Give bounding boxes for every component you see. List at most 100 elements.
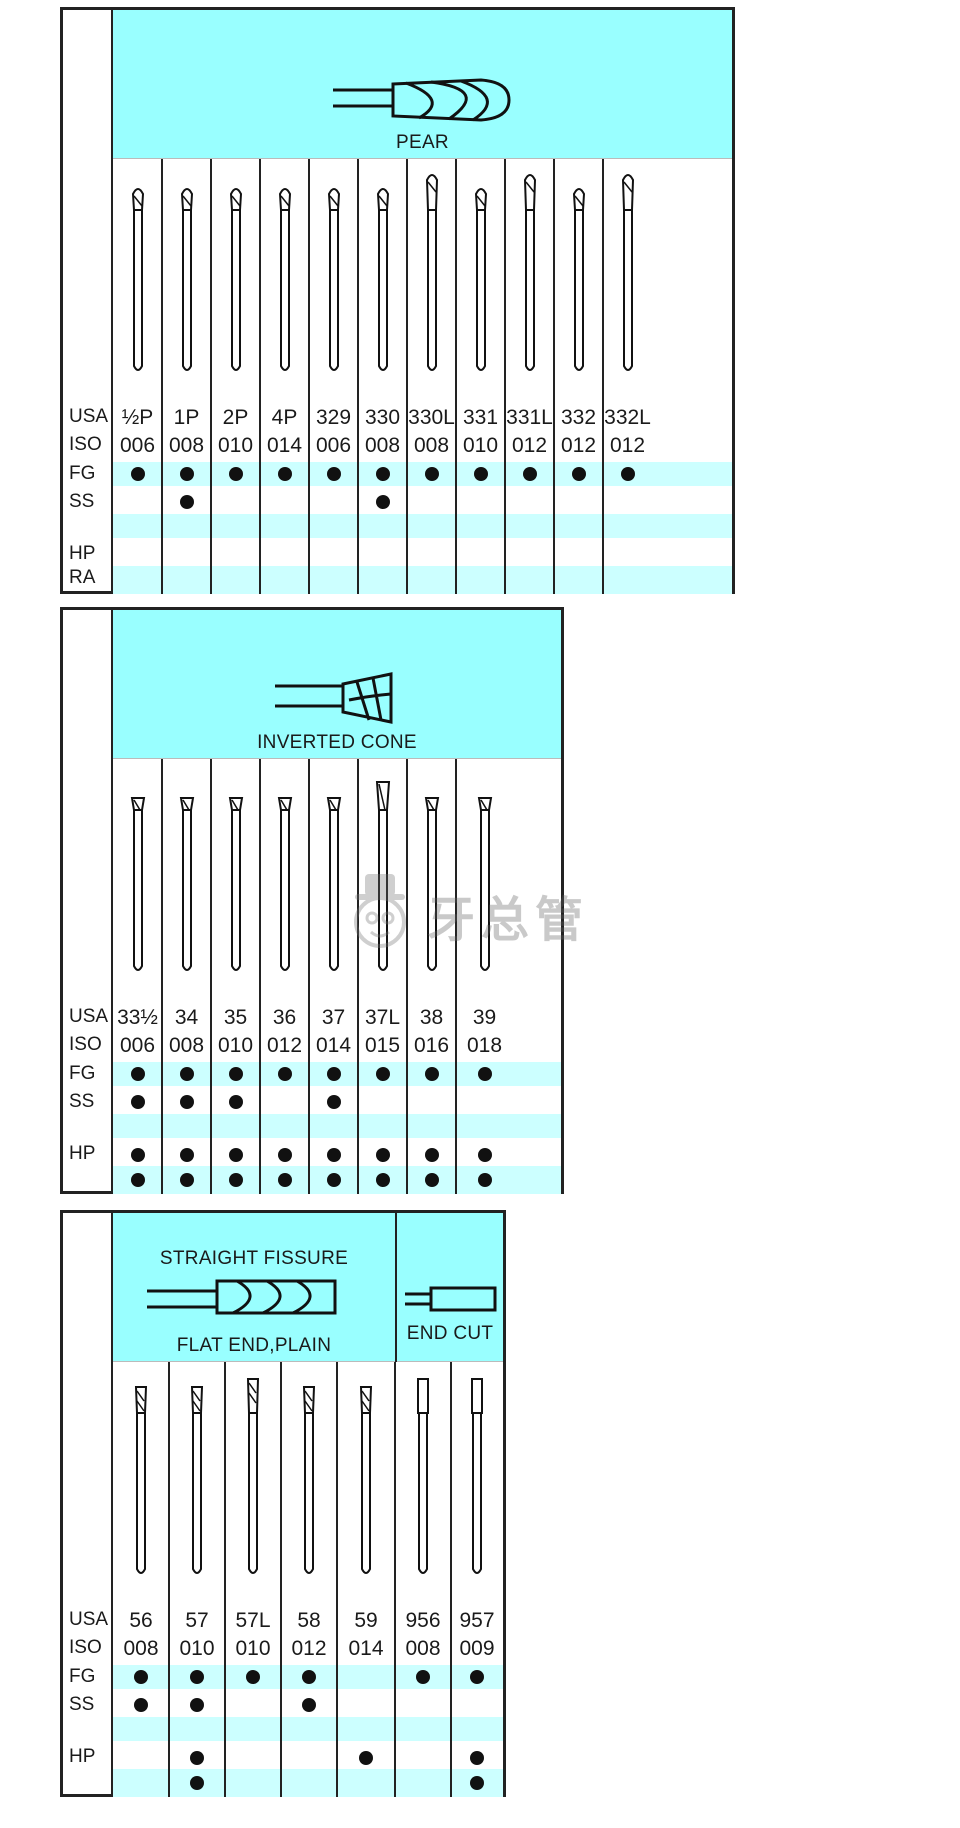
fg-availability-dot	[620, 467, 635, 481]
fg-availability-dot	[130, 1067, 145, 1081]
fg-availability-dot	[179, 467, 194, 481]
pear-bur-icon	[368, 170, 398, 385]
watermark-text: 牙总管	[427, 894, 590, 947]
ss-availability-dot	[375, 495, 390, 509]
watermark: 牙总管	[345, 870, 615, 950]
inverted-cone-bur-icon	[470, 770, 500, 985]
ra-band	[113, 566, 732, 594]
iso-code: 010	[462, 434, 499, 457]
iso-code: 014	[348, 1637, 384, 1660]
pear-bur-icon	[319, 170, 349, 385]
pear-bur-icon	[221, 170, 251, 385]
pear-bur-icon	[172, 170, 202, 385]
column-divider	[161, 759, 163, 1194]
fg-availability-dot	[179, 1067, 194, 1081]
fg-availability-dot	[302, 1670, 316, 1684]
usa-code: 331	[462, 406, 499, 429]
iso-code: 014	[315, 1034, 352, 1057]
column-divider	[210, 159, 212, 594]
column-divider	[357, 759, 359, 1194]
column-divider	[210, 759, 212, 1194]
usa-code: 1P	[173, 406, 200, 429]
column-divider	[259, 759, 261, 1194]
ra-availability-dot	[228, 1173, 243, 1187]
fg-availability-dot	[190, 1670, 204, 1684]
iso-code: 008	[123, 1637, 159, 1660]
end-cut-shape-icon	[405, 1286, 497, 1312]
column-divider	[308, 759, 310, 1194]
fg-availability-dot	[477, 1067, 492, 1081]
row-label-ss: SS	[69, 491, 95, 512]
iso-code: 008	[168, 434, 205, 457]
column-divider	[357, 159, 359, 594]
usa-code: 34	[174, 1006, 199, 1029]
fg-availability-dot	[246, 1670, 260, 1684]
ss-band-gap	[113, 1114, 561, 1138]
ss-availability-dot	[134, 1698, 148, 1712]
fg-availability-dot	[130, 467, 145, 481]
row-label-fg: FG	[69, 1063, 96, 1084]
straight-fissure-long-bur-icon	[238, 1373, 268, 1588]
straight-fissure-bur-icon	[294, 1373, 324, 1588]
iso-code: 008	[168, 1034, 205, 1057]
iso-code: 012	[511, 434, 548, 457]
row-label-usa: USA	[69, 1006, 109, 1027]
row-label-iso: ISO	[69, 434, 102, 455]
inverted-cone-bur-icon	[417, 770, 447, 985]
hp-availability-dot	[477, 1148, 492, 1162]
pear-bur-icon	[564, 170, 594, 385]
column-divider	[406, 759, 408, 1194]
row-label-usa: USA	[69, 1609, 109, 1630]
column-divider	[602, 159, 604, 594]
column-divider	[455, 159, 457, 594]
fg-availability-dot	[134, 1670, 148, 1684]
column-divider	[280, 1362, 282, 1797]
pear-header: PEAR	[113, 10, 732, 159]
hp-availability-dot	[190, 1751, 204, 1765]
row-label-column	[63, 610, 113, 1191]
ra-availability-dot	[375, 1173, 390, 1187]
row-label-column	[63, 10, 113, 591]
usa-code: 37L	[364, 1006, 401, 1029]
row-label-fg: FG	[69, 463, 96, 484]
straight-fissure-shape-icon	[147, 1279, 337, 1315]
fg-band	[113, 462, 732, 486]
iso-code: 018	[466, 1034, 503, 1057]
fg-availability-dot	[277, 1067, 292, 1081]
column-divider	[406, 159, 408, 594]
ss-availability-dot	[179, 1095, 194, 1109]
usa-code: 4P	[271, 406, 298, 429]
fg-availability-dot	[416, 1670, 430, 1684]
ss-availability-dot	[190, 1698, 204, 1712]
ra-availability-dot	[477, 1173, 492, 1187]
usa-code: 35	[223, 1006, 248, 1029]
row-label-iso: ISO	[69, 1637, 102, 1658]
usa-code: 38	[419, 1006, 444, 1029]
row-label-usa: USA	[69, 406, 109, 427]
iso-code: 010	[179, 1637, 215, 1660]
usa-code: 2P	[222, 406, 249, 429]
ss-band-gap	[113, 514, 732, 538]
hp-availability-dot	[375, 1148, 390, 1162]
pear-shape-icon	[333, 78, 511, 122]
fg-availability-dot	[326, 467, 341, 481]
straight-fissure-header: STRAIGHT FISSURE FLAT END,PLAIN END CUT	[113, 1213, 503, 1362]
ra-band	[113, 1769, 503, 1797]
straight-fissure-title: STRAIGHT FISSURE	[159, 1248, 349, 1269]
fg-availability-dot	[375, 1067, 390, 1081]
header-divider	[395, 1213, 397, 1362]
usa-code: 57	[185, 1609, 209, 1632]
usa-code: 57L	[235, 1609, 271, 1632]
ss-availability-dot	[130, 1095, 145, 1109]
row-label-hp: HP	[69, 1143, 96, 1164]
usa-code: 58	[297, 1609, 321, 1632]
row-label-fg: FG	[69, 1666, 96, 1687]
ra-availability-dot	[326, 1173, 341, 1187]
straight-fissure-bur-icon	[351, 1373, 381, 1588]
straight-fissure-bur-icon	[126, 1373, 156, 1588]
inverted-cone-shape-icon	[275, 672, 393, 724]
fg-availability-dot	[424, 467, 439, 481]
flat-end-plain-title: FLAT END,PLAIN	[176, 1335, 332, 1356]
ra-availability-dot	[424, 1173, 439, 1187]
